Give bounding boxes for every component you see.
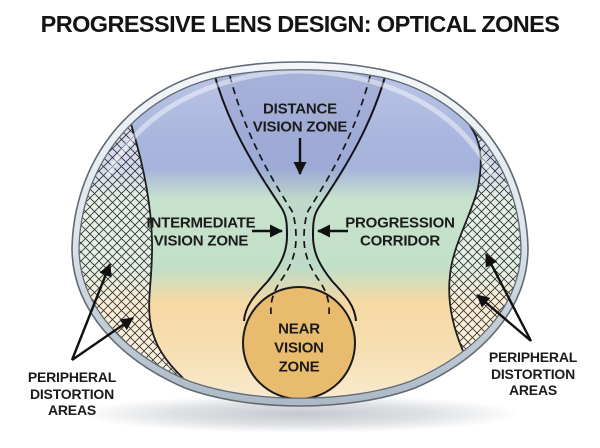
corridor-dashed-right bbox=[303, 69, 374, 315]
peripheral-area-right-hatch bbox=[449, 95, 521, 399]
peripheral-right-arrow-upper bbox=[484, 253, 533, 342]
corridor-outline-right bbox=[311, 69, 389, 322]
corridor-dashed-left bbox=[226, 69, 297, 315]
corridor-tint bbox=[212, 69, 388, 321]
peripheral-right-arrow-lower bbox=[476, 294, 532, 342]
lens-shadow bbox=[78, 395, 522, 433]
callout-arrows bbox=[70, 138, 533, 361]
peripheral-boundary-left bbox=[130, 123, 184, 379]
lens-inner-highlight bbox=[105, 69, 495, 177]
lens-inner-rim-line bbox=[78, 69, 522, 399]
peripheral-area-left-hatch bbox=[79, 95, 183, 399]
near-vision-circle bbox=[242, 286, 356, 399]
corridor-outline-left bbox=[211, 69, 289, 322]
peripheral-left-arrow-lower bbox=[71, 317, 134, 361]
peripheral-boundary-right bbox=[448, 123, 482, 352]
peripheral-left-arrow-upper bbox=[70, 263, 112, 361]
